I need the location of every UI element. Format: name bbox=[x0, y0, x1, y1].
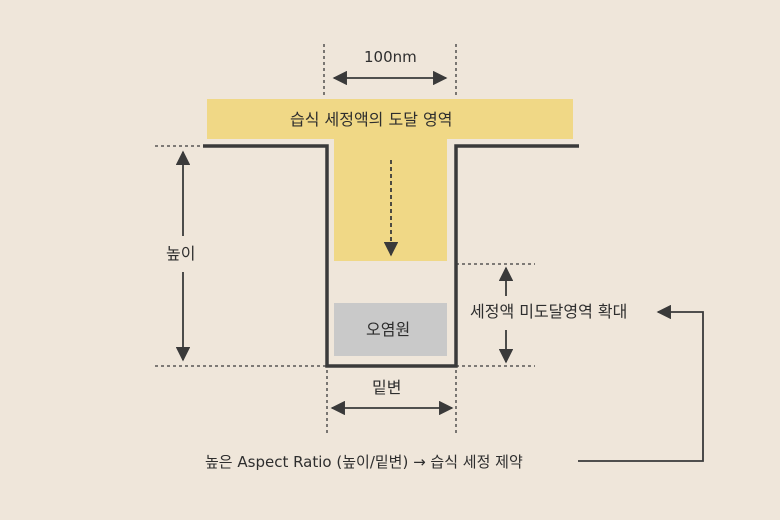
width-label: 100nm bbox=[364, 48, 417, 66]
bottom-label: 밑변 bbox=[372, 378, 402, 397]
contaminant-box bbox=[334, 303, 447, 356]
unreached-zone-label: 세정액 미도달영역 확대 bbox=[470, 302, 628, 321]
conclusion-label: 높은 Aspect Ratio (높이/밑변) → 습식 세정 제약 bbox=[205, 453, 523, 471]
height-label: 높이 bbox=[166, 244, 196, 263]
feedback-connector bbox=[578, 304, 704, 462]
trench-outline bbox=[203, 144, 579, 368]
reach-zone-label: 습식 세정액의 도달 영역 bbox=[290, 110, 453, 129]
contaminant-label: 오염원 bbox=[366, 320, 411, 339]
reach-zone-trench-fill bbox=[334, 139, 447, 261]
reach-zone-band bbox=[207, 99, 573, 139]
